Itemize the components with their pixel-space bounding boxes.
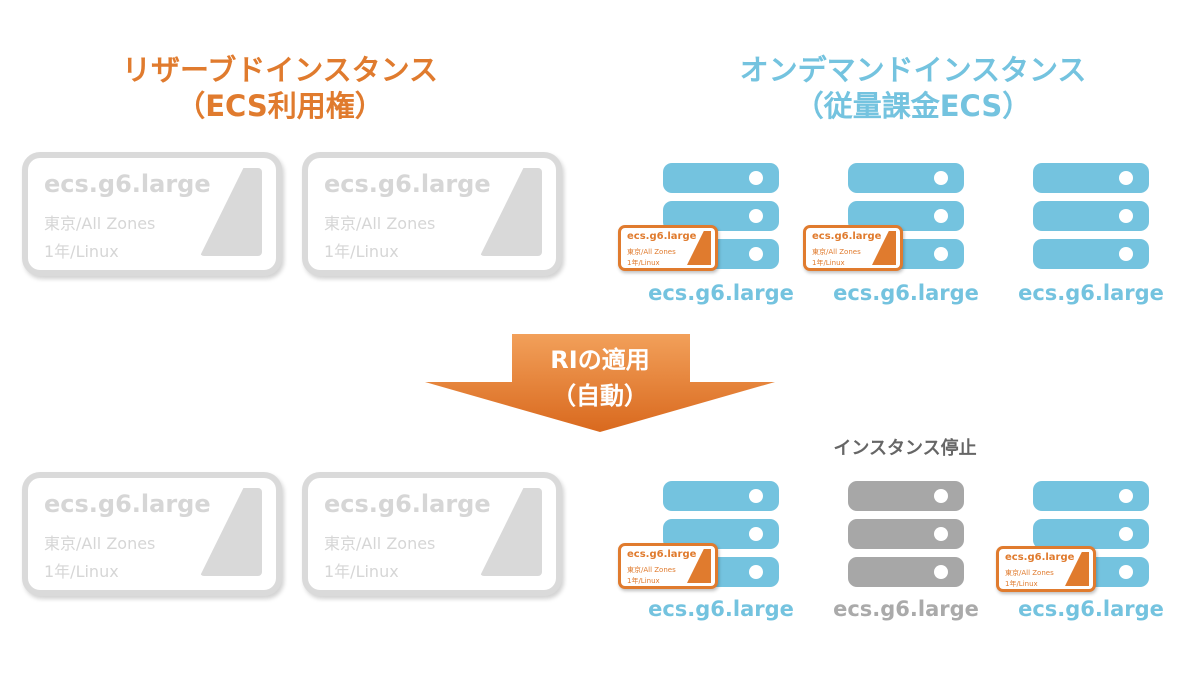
on-demand-instance-title: オンデマンドインスタンス （従量課金ECS） [663,52,1163,124]
ticket-term: 1年/Linux [1005,580,1038,588]
ticket-term: 1年/Linux [627,577,660,585]
instance-stopped-label: インスタンス停止 [833,438,977,459]
server-unit [663,163,779,193]
led-icon [1119,489,1133,503]
led-icon [934,247,948,261]
ticket-instance-type: ecs.g6.large [627,231,697,242]
led-icon [1119,247,1133,261]
ticket-zone: 東京/All Zones [44,214,156,233]
server-unit [1033,519,1149,549]
reserved-instance-ticket: ecs.g6.large 東京/All Zones 1年/Linux [22,152,282,276]
ticket-zone: 東京/All Zones [627,566,676,574]
server-unit [848,557,964,587]
reserved-instance-title: リザーブドインスタンス （ECS利用権） [30,52,530,124]
title-line1: リザーブドインスタンス [121,53,439,87]
arrow-label-line2: （自動） [552,382,648,410]
ticket-zone: 東京/All Zones [324,534,436,553]
server-unit [1033,239,1149,269]
ticket-term: 1年/Linux [812,259,845,267]
title-line1: オンデマンドインスタンス [739,53,1087,87]
led-icon [934,489,948,503]
reserved-instance-ticket: ecs.g6.large 東京/All Zones 1年/Linux [302,152,562,276]
reserved-instance-ticket: ecs.g6.large 東京/All Zones 1年/Linux [302,472,562,596]
ticket-term: 1年/Linux [627,259,660,267]
led-icon [749,565,763,579]
server-instance-label: ecs.g6.large [648,597,794,621]
title-line2: （ECS利用権） [176,89,384,123]
title-line2: （従量課金ECS） [794,89,1032,123]
ticket-zone: 東京/All Zones [324,214,436,233]
server-unit [848,481,964,511]
led-icon [749,209,763,223]
server-instance-label: ecs.g6.large [833,597,979,621]
ri-apply-arrow [425,334,775,432]
led-icon [934,209,948,223]
led-icon [1119,171,1133,185]
ticket-term: 1年/Linux [324,242,399,261]
server-unit [848,519,964,549]
ticket-term: 1年/Linux [44,242,119,261]
server-instance-label: ecs.g6.large [1018,281,1164,305]
applied-ri-ticket: ecs.g6.large 東京/All Zones 1年/Linux [618,543,718,589]
led-icon [749,527,763,541]
server-unit [663,481,779,511]
ticket-instance-type: ecs.g6.large [44,490,211,518]
applied-ri-ticket: ecs.g6.large 東京/All Zones 1年/Linux [996,546,1096,592]
server-instance-label: ecs.g6.large [1018,597,1164,621]
ticket-zone: 東京/All Zones [627,248,676,256]
reserved-instance-ticket: ecs.g6.large 東京/All Zones 1年/Linux [22,472,282,596]
ticket-instance-type: ecs.g6.large [627,549,697,560]
ticket-instance-type: ecs.g6.large [324,490,491,518]
ticket-zone: 東京/All Zones [44,534,156,553]
server-unit [1033,481,1149,511]
server-unit [1033,163,1149,193]
server-instance-label: ecs.g6.large [648,281,794,305]
led-icon [749,489,763,503]
ticket-term: 1年/Linux [44,562,119,581]
led-icon [749,247,763,261]
led-icon [934,171,948,185]
ticket-instance-type: ecs.g6.large [812,231,882,242]
led-icon [1119,527,1133,541]
ticket-instance-type: ecs.g6.large [44,170,211,198]
ticket-instance-type: ecs.g6.large [324,170,491,198]
ticket-instance-type: ecs.g6.large [1005,552,1075,563]
led-icon [749,171,763,185]
led-icon [934,565,948,579]
applied-ri-ticket: ecs.g6.large 東京/All Zones 1年/Linux [618,225,718,271]
applied-ri-ticket: ecs.g6.large 東京/All Zones 1年/Linux [803,225,903,271]
led-icon [934,527,948,541]
led-icon [1119,565,1133,579]
server-unit [1033,201,1149,231]
ticket-zone: 東京/All Zones [1005,569,1054,577]
ticket-zone: 東京/All Zones [812,248,861,256]
server-instance-label: ecs.g6.large [833,281,979,305]
led-icon [1119,209,1133,223]
arrow-label-line1: RIの適用 [550,346,650,374]
ticket-term: 1年/Linux [324,562,399,581]
server-unit [848,163,964,193]
